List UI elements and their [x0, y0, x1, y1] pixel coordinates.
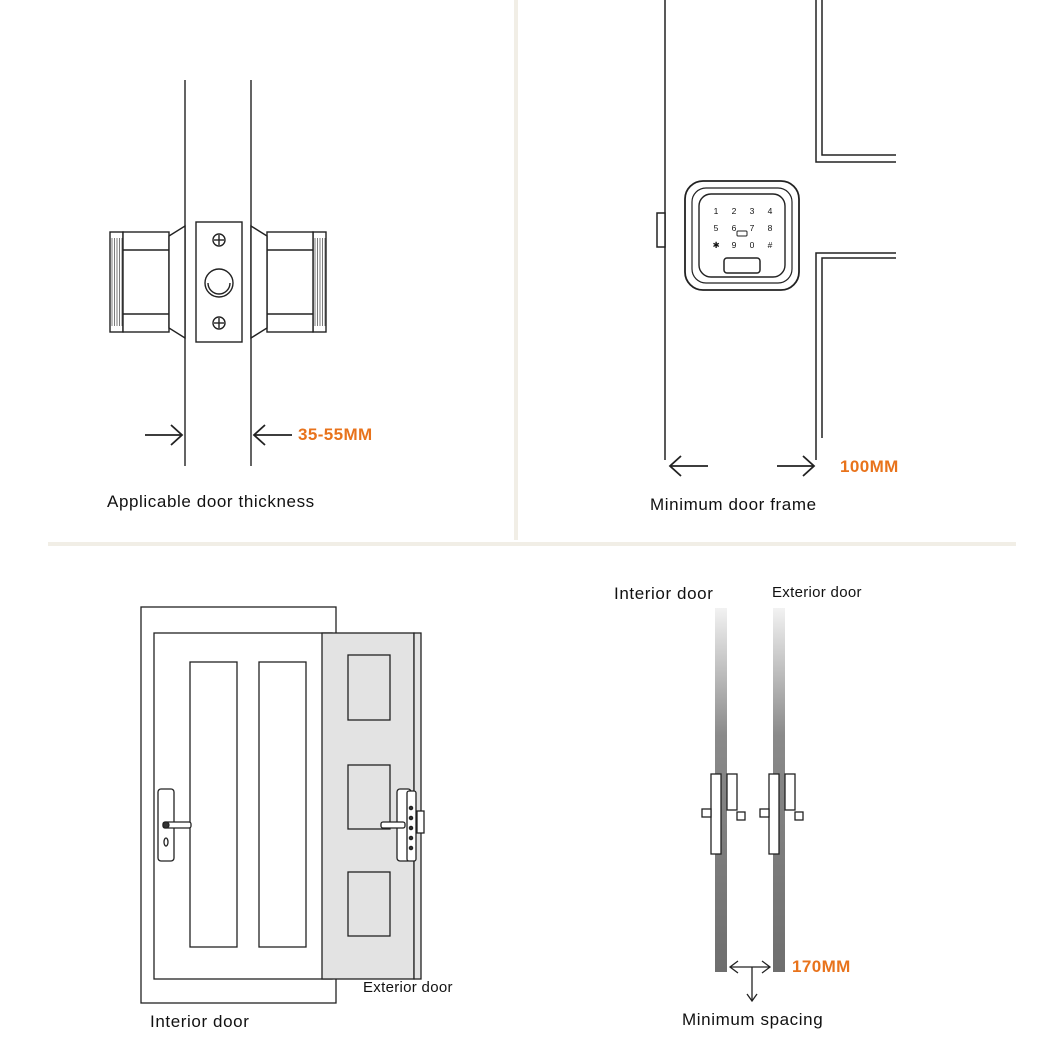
double-door-illustration — [140, 606, 425, 1004]
keypad-key: 6 — [732, 223, 737, 233]
door-frame-illustration: 1 2 3 4 5 6 7 8 ✱ 9 0 # — [656, 0, 896, 477]
thickness-caption: Applicable door thickness — [107, 492, 315, 511]
keypad-key: # — [768, 240, 773, 250]
keypad-lock — [684, 180, 800, 291]
keypad-key: 9 — [732, 240, 737, 250]
frame-measure: 100MM — [840, 457, 899, 476]
panel-divider-horizontal — [48, 542, 1016, 546]
spacing-arrows — [728, 960, 772, 1003]
interior-door-leaf — [153, 632, 333, 980]
spacing-caption: Minimum spacing — [682, 1010, 824, 1029]
keypad-key: 2 — [732, 206, 737, 216]
spacing-measure: 170MM — [792, 957, 851, 976]
spacing-exterior-label: Exterior door — [772, 584, 862, 601]
frame-arrows — [668, 455, 816, 477]
thickness-measure: 35-55MM — [298, 425, 373, 444]
exterior-handle — [380, 788, 425, 862]
panel-divider-vertical — [514, 0, 518, 540]
keypad-keys: 1 2 3 4 5 6 7 8 ✱ 9 0 # — [712, 206, 772, 250]
thickness-arrows — [145, 424, 292, 446]
keypad-key: 7 — [750, 223, 755, 233]
exterior-door-caption: Exterior door — [363, 979, 453, 996]
screw-icon — [212, 233, 226, 247]
interior-door-caption: Interior door — [150, 1012, 250, 1031]
screw-icon — [212, 316, 226, 330]
keypad-key: 5 — [714, 223, 719, 233]
latch-faceplate — [195, 221, 243, 343]
door-thickness-illustration — [109, 80, 327, 466]
right-knob — [250, 224, 327, 340]
spacing-interior-label: Interior door — [614, 584, 714, 603]
spacing-illustration — [701, 608, 804, 1003]
keypad-key: 1 — [714, 206, 719, 216]
keypad-key: 0 — [750, 240, 755, 250]
frame-caption: Minimum door frame — [650, 495, 817, 514]
keypad-key: 3 — [750, 206, 755, 216]
keypad-key: 4 — [768, 206, 773, 216]
left-knob — [109, 224, 186, 340]
interior-handle — [157, 788, 192, 862]
keypad-key: ✱ — [712, 240, 719, 250]
keypad-key: 8 — [768, 223, 773, 233]
